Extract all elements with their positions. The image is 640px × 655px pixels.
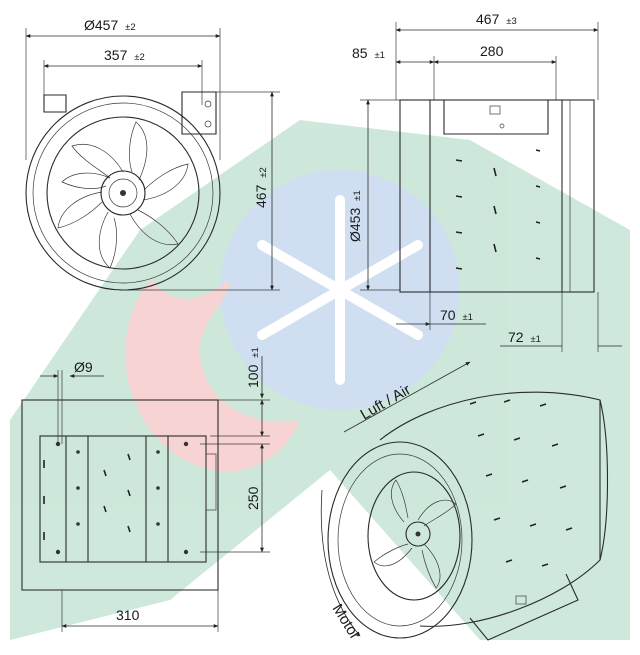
iso-inlet-outer <box>327 441 473 639</box>
front-view: Ø457 ±2 357 ±2 467 ±2 <box>25 17 280 291</box>
front-height-label: 467 ±2 <box>253 167 269 208</box>
side-end-offset-label: 72 ±1 <box>508 329 541 345</box>
side-bracket-length-label: 280 <box>480 43 504 59</box>
side-housing <box>399 99 595 293</box>
side-bottom-offset-label: 70 ±1 <box>440 307 473 323</box>
bottom-view: Ø9 100 ±1 250 <box>21 347 270 632</box>
bottom-mount-holes <box>55 441 189 555</box>
bottom-top-offset-label: 100 ±1 <box>245 347 261 388</box>
side-vent-marks <box>455 149 541 270</box>
impeller-icon <box>57 121 189 269</box>
iso-inlet-inner <box>367 471 461 601</box>
front-diameter-label: Ø457 ±2 <box>84 17 136 33</box>
front-housing-inner <box>46 116 200 270</box>
side-diameter-label: Ø453 ±1 <box>347 190 363 242</box>
bottom-width-label: 310 <box>116 607 140 623</box>
iso-bracket <box>469 573 579 641</box>
front-mount-width-label: 357 ±2 <box>104 47 145 63</box>
snowflake-icon <box>257 195 423 385</box>
iso-impeller-icon <box>373 479 457 589</box>
side-length-label: 467 ±3 <box>476 11 517 27</box>
side-view: 467 ±3 85 ±1 280 Ø453 ±1 <box>347 11 622 352</box>
airflow-arrow <box>343 361 471 433</box>
side-offset-label: 85 ±1 <box>352 45 385 61</box>
motor-label: Motor <box>329 601 364 643</box>
bottom-vent-marks <box>43 453 131 540</box>
bottom-hole-label: Ø9 <box>74 359 93 375</box>
iso-vent-marks <box>469 399 573 567</box>
front-housing-outer <box>25 95 221 291</box>
rotation-arrow <box>320 489 361 637</box>
bottom-hole-spacing-label: 250 <box>245 486 261 510</box>
